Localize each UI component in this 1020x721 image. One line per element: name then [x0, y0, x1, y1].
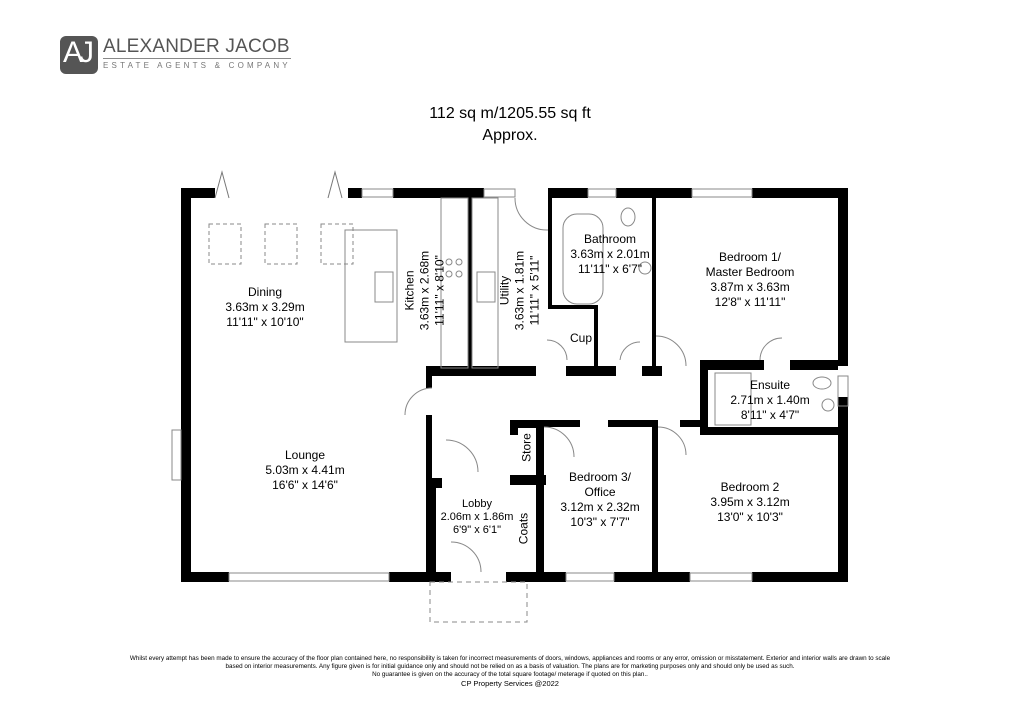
room-dining: Dining 3.63m x 3.29m 11'11" x 10'10": [225, 285, 305, 329]
credit: CP Property Services @2022: [461, 679, 559, 688]
logo-monogram: AJ: [60, 36, 98, 74]
room-bedroom-2: Bedroom 2 3.95m x 3.12m 13'0" x 10'3": [710, 480, 790, 524]
room-utility: Utility 3.63m x 1.81m 11'11" x 5'11": [497, 250, 542, 331]
walls: [181, 188, 848, 582]
agency-tagline: ESTATE AGENTS & COMPANY: [103, 61, 291, 70]
approx-label: Approx.: [482, 127, 538, 144]
coats-label: Coats: [516, 512, 531, 545]
room-kitchen: Kitchen 3.63m x 2.68m 11'11" x 8'10": [402, 250, 447, 331]
room-ensuite: Ensuite 2.71m x 1.40m 8'11" x 4'7": [730, 378, 810, 422]
store-label: Store: [519, 433, 534, 462]
room-bedroom-1: Bedroom 1/ Master Bedroom 3.87m x 3.63m …: [705, 250, 795, 309]
disclaimer: Whilst every attempt has been made to en…: [0, 655, 1020, 688]
fixtures: [171, 170, 849, 623]
agency-name: ALEXANDER JACOB: [103, 36, 291, 59]
room-bedroom-3: Bedroom 3/ Office 3.12m x 2.32m 10'3" x …: [560, 470, 640, 529]
agency-logo: AJ ALEXANDER JACOB ESTATE AGENTS & COMPA…: [60, 36, 291, 74]
room-lounge: Lounge 5.03m x 4.41m 16'6" x 14'6": [265, 448, 345, 492]
cupboard-label: Cup: [569, 331, 592, 345]
room-bathroom: Bathroom 3.63m x 2.01m 11'11" x 6'7": [570, 232, 650, 276]
total-area-heading: 112 sq m/1205.55 sq ft Approx.: [0, 103, 1020, 147]
room-lobby: Lobby 2.06m x 1.86m 6'9" x 6'1": [440, 498, 514, 536]
total-area: 112 sq m/1205.55 sq ft: [429, 105, 591, 122]
